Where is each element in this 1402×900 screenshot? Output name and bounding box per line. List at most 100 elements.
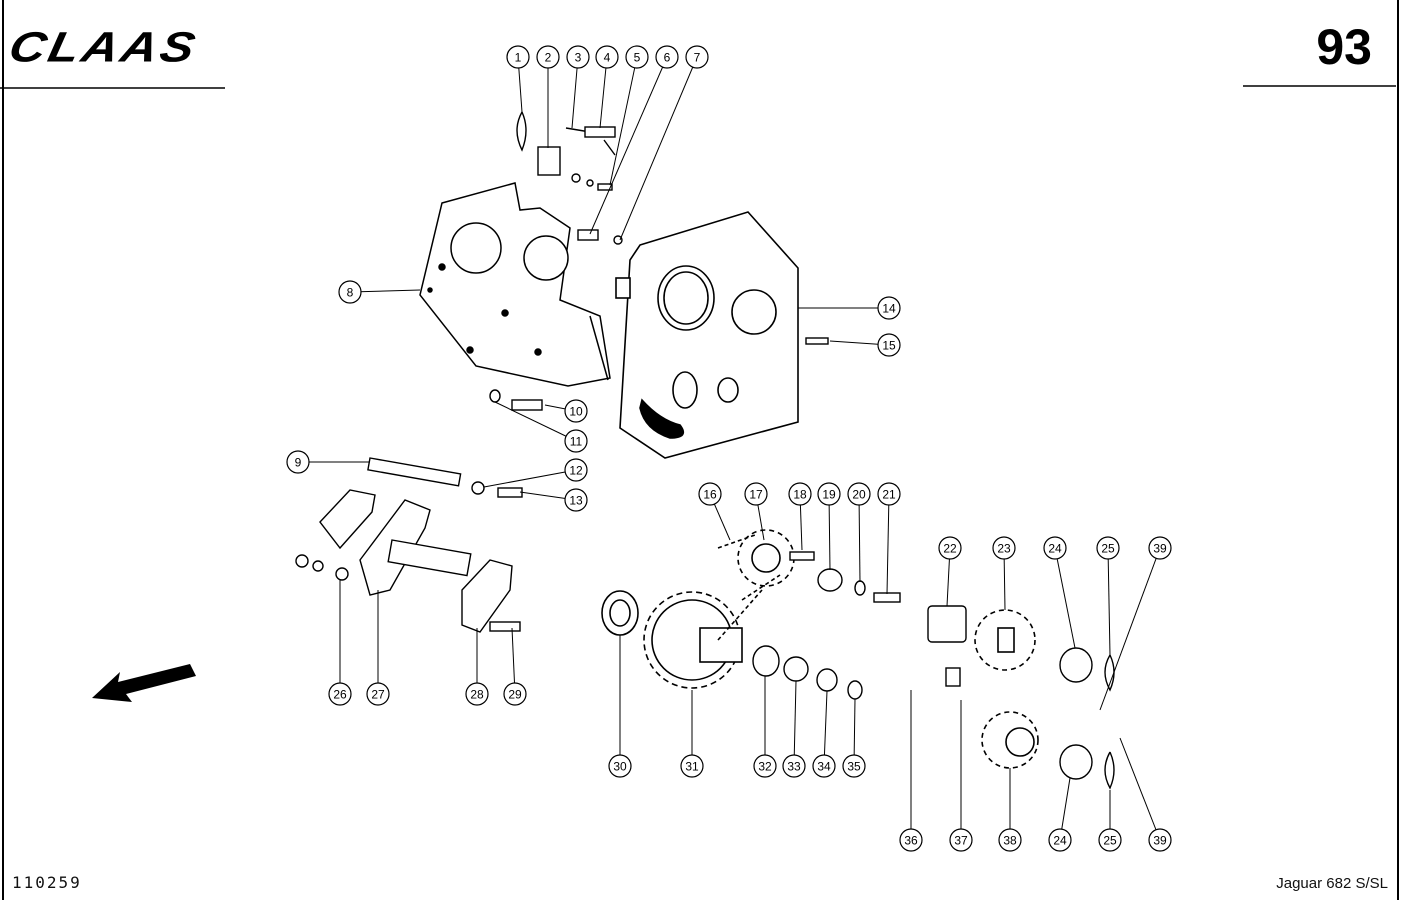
callout-circle	[788, 482, 812, 506]
callout-label: 8	[347, 286, 354, 300]
callout-28: 28	[465, 682, 489, 706]
callout-10: 10	[564, 399, 588, 423]
callout-label: 14	[882, 302, 896, 316]
callout-label: 25	[1103, 834, 1117, 848]
model-label: Jaguar 682 S/SL	[1276, 875, 1388, 892]
callout-circle	[338, 280, 362, 304]
callout-label: 28	[470, 688, 484, 702]
leader-line	[1054, 547, 1076, 649]
callout-label: 17	[749, 488, 763, 502]
leader-line	[599, 56, 608, 129]
callout-label: 39	[1153, 834, 1167, 848]
callout-label: 9	[295, 456, 302, 470]
callout-33: 33	[782, 754, 806, 778]
leader-line	[349, 289, 421, 293]
callout-3: 3	[566, 45, 590, 69]
leader-line	[619, 56, 698, 241]
callout-circle	[1048, 828, 1072, 852]
callout-37: 37	[949, 828, 973, 852]
callout-circle	[503, 682, 527, 706]
leader-line	[793, 680, 797, 767]
callout-32: 32	[753, 754, 777, 778]
page-number: 93	[1316, 19, 1372, 75]
callout-6: 6	[655, 45, 679, 69]
callout-circle	[1148, 536, 1172, 560]
callout-circle	[1098, 828, 1122, 852]
callout-circle	[465, 682, 489, 706]
callout-label: 25	[1101, 542, 1115, 556]
callout-13: 13	[564, 488, 588, 512]
leader-line	[1107, 547, 1111, 656]
small-parts	[752, 551, 1115, 790]
callout-label: 11	[570, 435, 583, 449]
callout-16: 16	[698, 482, 722, 506]
callout-label: 16	[703, 488, 717, 502]
callout-2: 2	[536, 45, 560, 69]
callout-39: 39	[1148, 536, 1172, 560]
callout-label: 4	[604, 51, 611, 65]
callout-label: 37	[954, 834, 968, 848]
callout-circle	[782, 754, 806, 778]
callout-30: 30	[608, 754, 632, 778]
callout-27: 27	[366, 682, 390, 706]
callout-label: 20	[852, 488, 866, 502]
callout-circle	[655, 45, 679, 69]
callout-label: 22	[943, 542, 957, 556]
callout-label: 21	[882, 488, 896, 502]
callout-circle	[842, 754, 866, 778]
callout-label: 3	[575, 51, 582, 65]
leader-line	[494, 401, 577, 442]
callout-7: 7	[685, 45, 709, 69]
lever-assembly	[295, 489, 521, 633]
right-gear-plate	[615, 211, 799, 459]
callout-5: 5	[625, 45, 649, 69]
callout-circle	[328, 682, 352, 706]
callout-circle	[877, 296, 901, 320]
callout-circle	[680, 754, 704, 778]
callout-label: 30	[613, 760, 627, 774]
callout-label: 18	[793, 488, 807, 502]
callout-25: 25	[1096, 536, 1120, 560]
callout-9: 9	[286, 450, 310, 474]
callout-label: 34	[817, 760, 831, 774]
callout-label: 15	[882, 339, 896, 353]
callout-label: 36	[904, 834, 918, 848]
callout-26: 26	[328, 682, 352, 706]
callout-circle	[744, 482, 768, 506]
sprockets	[643, 529, 1039, 769]
leader-line	[828, 493, 831, 571]
callout-circle	[1096, 536, 1120, 560]
bearing	[601, 590, 639, 636]
callout-8: 8	[338, 280, 362, 304]
callout-circle	[566, 45, 590, 69]
callout-label: 19	[822, 488, 836, 502]
callout-14: 14	[877, 296, 901, 320]
leader-line	[1099, 547, 1161, 711]
callout-1: 1	[506, 45, 530, 69]
callout-circle	[536, 45, 560, 69]
callout-label: 29	[508, 688, 522, 702]
callout-23: 23	[992, 536, 1016, 560]
callout-label: 39	[1153, 542, 1167, 556]
callout-label: 10	[569, 405, 583, 419]
callout-circle	[1148, 828, 1172, 852]
callout-label: 24	[1053, 834, 1067, 848]
callout-circle	[366, 682, 390, 706]
callout-circle	[698, 482, 722, 506]
callout-circle	[286, 450, 310, 474]
callout-circle	[812, 754, 836, 778]
callout-35: 35	[842, 754, 866, 778]
callout-label: 33	[787, 760, 801, 774]
callout-12: 12	[564, 458, 588, 482]
callout-38: 38	[998, 828, 1022, 852]
callout-label: 2	[545, 51, 552, 65]
callout-circle	[847, 482, 871, 506]
callout-circle	[685, 45, 709, 69]
callout-circle	[998, 828, 1022, 852]
leader-line	[571, 56, 579, 129]
callout-circle	[938, 536, 962, 560]
callout-25: 25	[1098, 828, 1122, 852]
callout-34: 34	[812, 754, 836, 778]
